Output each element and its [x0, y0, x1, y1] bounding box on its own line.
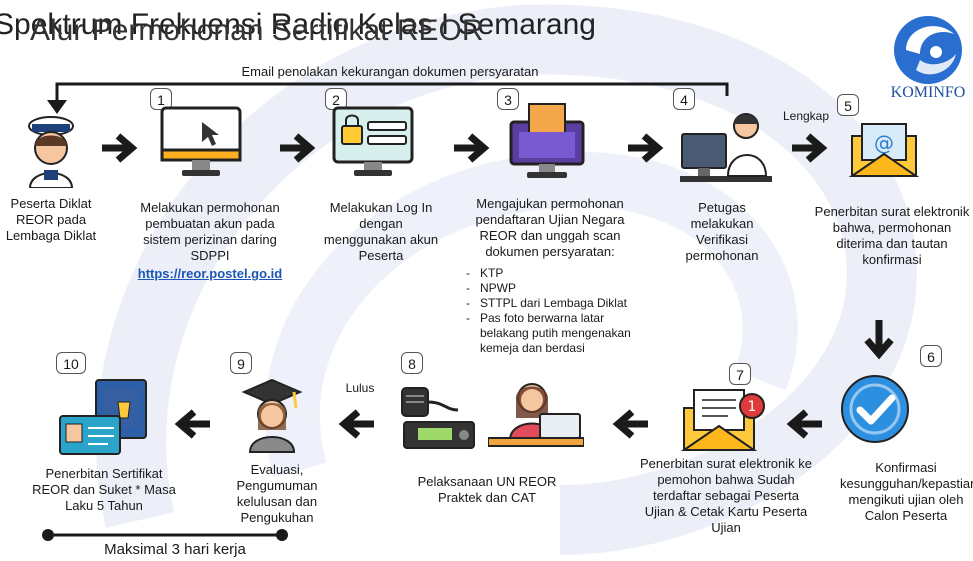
- lulus-label: Lulus: [345, 381, 375, 395]
- step-10-text: Penerbitan Sertifikat REOR dan Suket * M…: [32, 466, 176, 513]
- email-at-icon: @: [848, 123, 920, 177]
- step-5-text: Penerbitan surat elektronik bahwa, permo…: [814, 204, 970, 267]
- requirement-item: STTPL dari Lembaga Diklat: [464, 296, 654, 311]
- step-number-6: 6: [920, 345, 942, 367]
- page-title: Alur Permohonan Sertifikat REOR: [30, 14, 484, 47]
- login-monitor-icon: [332, 106, 414, 176]
- timeline-label: Maksimal 3 hari kerja: [104, 541, 246, 558]
- flow-arrow-4-5: [792, 133, 828, 163]
- step-number-7: 7: [729, 363, 751, 385]
- participant-icon: [28, 116, 74, 188]
- step-number-10: 10: [56, 352, 86, 374]
- step-8-text: Pelaksanaan UN REOR Praktek dan CAT: [417, 474, 557, 505]
- step-number-8: 8: [401, 352, 423, 374]
- reor-portal-link[interactable]: https://reor.postel.go.id: [137, 266, 283, 281]
- officer-verification-icon: [680, 113, 772, 182]
- confirmation-check-icon: [841, 375, 909, 443]
- step-number-1: 1: [150, 88, 172, 110]
- kominfo-logo: KOMINFO: [886, 10, 970, 106]
- step-2-text: Melakukan Log In dengan menggunakan akun…: [323, 200, 439, 263]
- step-7-text: Penerbitan surat elektronik ke pemohon b…: [640, 456, 812, 535]
- step-3-text: Mengajukan permohonan pendaftaran Ujian …: [475, 196, 625, 259]
- requirement-item: KTP: [464, 266, 654, 281]
- background-title: Spektrum Frekuensi Radio Kelas I Semaran…: [0, 8, 596, 41]
- step-number-3: 3: [497, 88, 519, 110]
- requirement-item: NPWP: [464, 281, 654, 296]
- requirements-list: KTP NPWP STTPL dari Lembaga Diklat Pas f…: [464, 266, 654, 356]
- notification-badge: 1: [748, 399, 757, 415]
- flow-arrow-8-9: [338, 409, 374, 439]
- logo-text: KOMINFO: [890, 84, 966, 101]
- step-1-text: Melakukan permohonan pembuatan akun pada…: [140, 200, 280, 263]
- graduate-icon: [241, 378, 303, 453]
- radio-transceiver-icon: [401, 387, 475, 449]
- flow-arrow-5-6: [864, 320, 894, 360]
- step-number-5: 5: [837, 94, 859, 116]
- registration-email-icon: 1: [680, 389, 765, 451]
- monitor-cursor-icon: [160, 106, 242, 176]
- requirement-item: Pas foto berwarna latar belakang putih m…: [464, 311, 654, 356]
- flow-arrow-3-4: [628, 133, 664, 163]
- flow-arrow-7-8: [612, 409, 648, 439]
- step-number-4: 4: [673, 88, 695, 110]
- flow-arrow-9-10: [174, 409, 210, 439]
- step-9-text: Evaluasi, Pengumuman kelulusan dan Pengu…: [236, 462, 318, 525]
- step-number-2: 2: [325, 88, 347, 110]
- flow-arrow-2-3: [454, 133, 490, 163]
- certificate-card-icon: [59, 379, 147, 455]
- exam-participant-icon: [488, 383, 584, 447]
- rejection-loop-label: Email penolakan kekurangan dokumen persy…: [241, 64, 539, 79]
- step-6-text: Konfirmasi kesungguhan/kepastian mengiku…: [840, 460, 973, 523]
- flow-arrow-6-7: [786, 409, 822, 439]
- step-0-text: Peserta Diklat REOR pada Lembaga Diklat: [5, 196, 97, 243]
- flow-arrow-1-2: [280, 133, 316, 163]
- lengkap-label: Lengkap: [782, 109, 830, 123]
- step-number-9: 9: [230, 352, 252, 374]
- svg-text:@: @: [874, 131, 894, 155]
- flow-arrow-0-1: [102, 133, 138, 163]
- timeline-bar: [42, 529, 288, 541]
- step-4-text: Petugas melakukan Verifikasi permohonan: [685, 200, 759, 263]
- document-upload-icon: [509, 103, 585, 178]
